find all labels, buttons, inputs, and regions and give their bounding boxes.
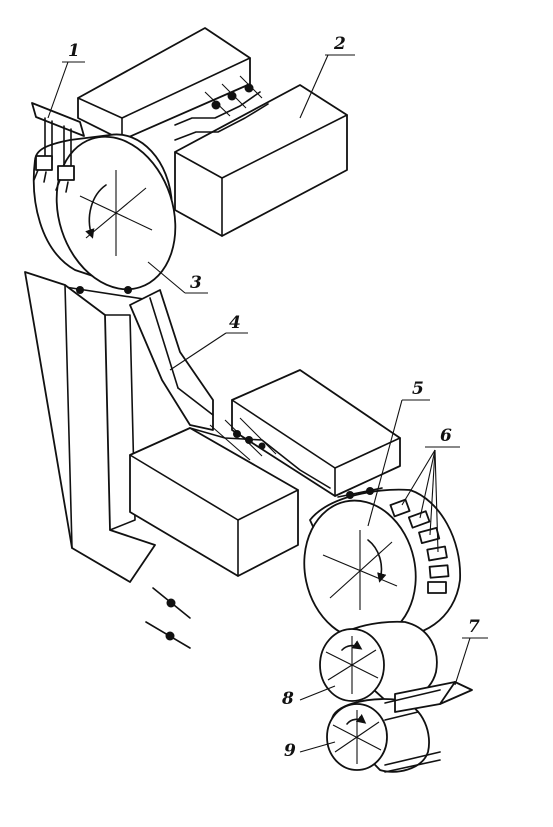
label-3: 3 [190, 273, 202, 293]
discharge-column [24, 271, 156, 583]
brush-set [389, 498, 450, 594]
upper-magnet-front-block [174, 84, 348, 237]
label-1: 1 [68, 41, 80, 61]
roller-8 [319, 620, 438, 703]
falling-particles [145, 587, 191, 649]
leader-lines [47, 54, 488, 753]
label-8: 8 [281, 689, 294, 709]
label-9: 9 [284, 741, 296, 761]
label-5: 5 [412, 379, 424, 399]
lower-magnet-gap-channel [189, 417, 331, 489]
roller-9 [326, 698, 441, 773]
upper-scraper-assembly [31, 102, 85, 193]
label-4: 4 [229, 313, 241, 333]
label-6: 6 [440, 426, 452, 446]
scraper-blade [384, 681, 473, 721]
upper-drum [32, 133, 177, 301]
lower-drum [303, 487, 461, 641]
label-7: 7 [468, 617, 480, 637]
inclined-chute [129, 289, 214, 431]
lower-magnet-rear-block [231, 369, 401, 497]
upper-magnet-gap-channel [174, 75, 269, 141]
label-2: 2 [333, 34, 346, 54]
upper-magnet-rear-block [77, 27, 251, 141]
